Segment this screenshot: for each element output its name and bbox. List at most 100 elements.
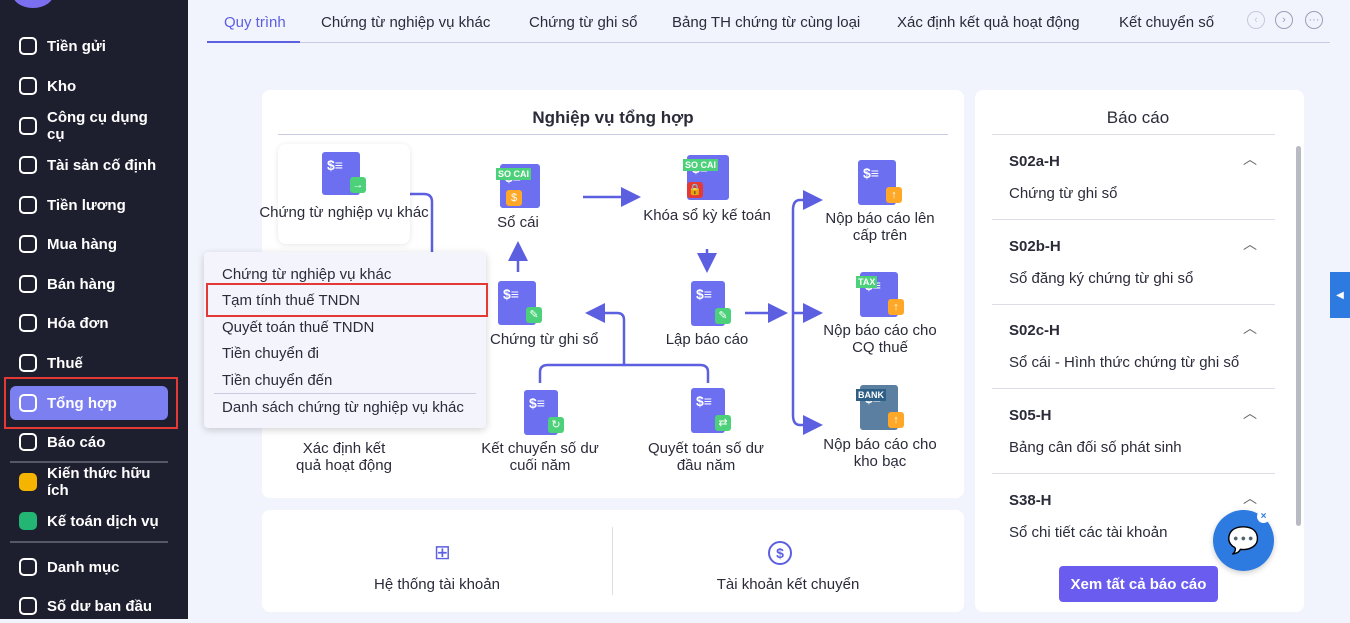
bank-icon — [19, 354, 37, 372]
sidebar-item-label: Danh mục — [47, 558, 120, 576]
node-ctnvk-label[interactable]: Chứng từ nghiệp vụ khác — [259, 204, 429, 221]
context-menu: Chứng từ nghiệp vụ khác Tạm tính thuế TN… — [204, 252, 486, 428]
carryover-icon: ↻ — [524, 390, 564, 435]
flow-title-divider — [278, 134, 948, 135]
chat-close-icon[interactable]: × — [1257, 510, 1270, 523]
menu-item-quyet-toan-thue[interactable]: Quyết toán thuế TNDN — [222, 319, 375, 336]
report-item[interactable]: S02a-H︿Chứng từ ghi sổ — [992, 135, 1275, 220]
report-desc[interactable]: Sổ cái - Hình thức chứng từ ghi sổ — [1009, 354, 1240, 371]
app-logo[interactable] — [12, 0, 54, 8]
report-desc[interactable]: Bảng cân đối số phát sinh — [1009, 439, 1182, 456]
chevron-up-icon[interactable]: ︿ — [1243, 490, 1257, 506]
report-desc[interactable]: Sổ chi tiết các tài khoản — [1009, 524, 1168, 541]
report-desc[interactable]: Chứng từ ghi sổ — [1009, 185, 1118, 202]
settlement-icon: ⇄ — [691, 388, 731, 433]
sidebar-item-label: Công cụ dụng cụ — [47, 109, 148, 143]
sidebar-item-tong-hop[interactable]: Tổng hợp — [10, 386, 168, 420]
arrow-right-icon: → — [350, 177, 366, 193]
menu-item-tien-chuyen-den[interactable]: Tiền chuyển đến — [222, 372, 333, 389]
sidebar-item-tai-san[interactable]: Tài sản cố định — [10, 148, 168, 182]
flow-title: Nghiệp vụ tổng hợp — [532, 108, 694, 127]
tab-chung-tu-ghi-so[interactable]: Chứng từ ghi sổ — [529, 14, 638, 31]
tab-prev-icon[interactable]: ‹ — [1247, 11, 1265, 29]
briefcase-icon — [19, 196, 37, 214]
sidebar-item-tien-luong[interactable]: Tiền lương — [10, 188, 168, 222]
node-khoaso-label[interactable]: Khóa sổ kỳ kế toán — [643, 207, 771, 224]
ledger-tag: SO CAI — [683, 159, 719, 171]
tab-xac-dinh-kq[interactable]: Xác định kết quả hoạt động — [897, 14, 1080, 31]
menu-item-ct-nghiep-vu-khac[interactable]: Chứng từ nghiệp vụ khác — [222, 266, 392, 283]
report-item[interactable]: S05-H ︿ Bảng cân đối số phát sinh — [992, 389, 1275, 474]
report-code: S38-H — [1009, 492, 1052, 509]
node-cqthue-label[interactable]: Nộp báo cáo cho CQ thuế — [823, 322, 937, 356]
tab-quy-trinh[interactable]: Quy trình — [224, 14, 286, 31]
accounts-link[interactable]: Hệ thống tài khoản — [374, 576, 500, 593]
arrow-merge-ctgs — [585, 303, 626, 365]
sidebar-item-bao-cao[interactable]: Báo cáo — [10, 425, 168, 459]
collapse-panel-toggle[interactable]: ◀ — [1330, 272, 1350, 318]
node-ketchuyen-label[interactable]: Kết chuyển số dư cuối năm — [481, 440, 599, 474]
report-edit-icon: ✎ — [691, 281, 731, 326]
upload-icon: ↑ — [888, 412, 904, 428]
report-upload-icon: ↑ — [858, 160, 902, 205]
lock-icon: 🔒 — [687, 182, 703, 198]
transfer-accounts-link[interactable]: Tài khoản kết chuyển — [716, 576, 860, 593]
report-item[interactable]: S02b-H ︿ Sổ đăng ký chứng từ ghi sổ — [992, 220, 1275, 305]
tab-chung-tu-nghiep-vu-khac[interactable]: Chứng từ nghiệp vụ khác — [321, 14, 491, 31]
coins-icon: $ — [506, 190, 522, 206]
arrow-bottom-merge — [538, 363, 710, 383]
menu-item-tam-tinh-thue[interactable]: Tạm tính thuế TNDN — [222, 292, 361, 309]
reports-scrollbar[interactable] — [1296, 146, 1301, 526]
report-code: S02b-H — [1009, 238, 1061, 255]
sidebar-item-kho[interactable]: Kho — [10, 69, 168, 103]
sidebar-item-so-du[interactable]: Số dư ban đầu — [10, 589, 168, 623]
sidebar-item-hoa-don[interactable]: Hóa đơn — [10, 306, 168, 340]
reports-title: Báo cáo — [1106, 108, 1170, 127]
sidebar-item-label: Số dư ban đầu — [47, 597, 153, 615]
sidebar-item-ke-toan-dich-vu[interactable]: Kế toán dịch vụ — [10, 504, 168, 538]
balance-icon — [19, 597, 37, 615]
node-ctgs-label[interactable]: Chứng từ ghi sổ — [490, 331, 599, 348]
sidebar-item-ban-hang[interactable]: Bán hàng — [10, 267, 168, 301]
report-item[interactable]: S02c-H︿Sổ cái - Hình thức chứng từ ghi s… — [992, 304, 1275, 389]
sidebar-item-cong-cu[interactable]: Công cụ dụng cụ — [10, 109, 168, 143]
ledger-tag: SO CAI — [496, 168, 532, 180]
sidebar-item-label: Hóa đơn — [47, 314, 109, 332]
refresh-icon: ↻ — [548, 417, 564, 433]
node-xdkq-label[interactable]: Xác định kết quả hoạt động — [296, 440, 392, 474]
node-lapbc-label[interactable]: Lập báo cáo — [665, 331, 749, 348]
chevron-up-icon[interactable]: ︿ — [1243, 151, 1257, 167]
tax-upload-icon: TAX↑ — [856, 272, 904, 317]
active-tab-underline — [207, 41, 300, 43]
report-desc[interactable]: Sổ đăng ký chứng từ ghi sổ — [1009, 270, 1194, 287]
sidebar-item-thue[interactable]: Thuế — [10, 346, 168, 380]
report-item[interactable]: S38-H ︿ Sổ chi tiết các tài khoản — [992, 474, 1275, 559]
chat-bubble-icon[interactable]: 💬 — [1213, 510, 1274, 571]
pencil-icon: ✎ — [715, 308, 731, 324]
node-captren-label[interactable]: Nộp báo cáo lên cấp trên — [825, 210, 935, 244]
view-all-reports-button[interactable]: Xem tất cả báo cáo — [1059, 566, 1218, 602]
chevron-up-icon[interactable]: ︿ — [1243, 236, 1257, 252]
chevron-up-icon[interactable]: ︿ — [1243, 320, 1257, 336]
chart-icon — [19, 433, 37, 451]
report-code: S05-H — [1009, 407, 1052, 424]
sidebar-item-danh-muc[interactable]: Danh mục — [10, 550, 168, 584]
list-icon — [19, 558, 37, 576]
tab-more-icon[interactable]: ··· — [1305, 11, 1323, 29]
node-socai-label[interactable]: Sổ cái — [497, 214, 539, 231]
menu-item-danh-sach[interactable]: Danh sách chứng từ nghiệp vụ khác — [222, 399, 464, 416]
menu-item-tien-chuyen-di[interactable]: Tiền chuyển đi — [222, 345, 320, 362]
tab-bang-th[interactable]: Bảng TH chứng từ cùng loại — [672, 14, 861, 31]
sidebar-item-mua-hang[interactable]: Mua hàng — [10, 227, 168, 261]
warehouse-icon — [19, 77, 37, 95]
tab-ket-chuyen[interactable]: Kết chuyển số — [1119, 14, 1215, 31]
tab-next-icon[interactable]: › — [1275, 11, 1293, 29]
node-quyettoan-label[interactable]: Quyết toán số dư đầu năm — [648, 440, 764, 474]
chevron-up-icon[interactable]: ︿ — [1243, 405, 1257, 421]
node-khobac-label[interactable]: Nộp báo cáo cho kho bạc — [823, 436, 937, 470]
sidebar-item-kien-thuc[interactable]: Kiến thức hữu ích — [10, 465, 168, 499]
sidebar-item-label: Tổng hợp — [47, 394, 117, 412]
upload-icon: ↑ — [888, 299, 904, 315]
sidebar-item-tien-gui[interactable]: Tiền gửi — [10, 29, 168, 63]
